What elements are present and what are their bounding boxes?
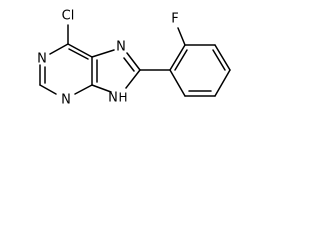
bond-c6p-c1p [169, 69, 186, 97]
bond-n7-c8-inner [123, 57, 135, 72]
bond-c3p-c4p [214, 44, 231, 71]
atom-label-n3: N [61, 93, 71, 108]
atom-label-n9: N [108, 91, 118, 106]
bond-c4p-c5p [214, 69, 231, 97]
atom-labels: Cl F N N N N H [37, 9, 179, 108]
atom-label-n1: N [37, 52, 47, 67]
bond-c2-n3 [39, 84, 57, 95]
atom-label-cl: Cl [62, 9, 75, 24]
bond-n7-c8 [126, 52, 141, 71]
bond-c8-n9 [125, 69, 141, 89]
bond-c3p-c4p-inner [212, 49, 226, 71]
atom-label-h9: H [118, 91, 127, 105]
bonds [39, 24, 231, 97]
bond-c1p-c2p-inner [174, 49, 188, 71]
bond-c6-c5 [67, 43, 93, 58]
bond-n3-c4 [74, 84, 93, 95]
bond-c5-n7 [91, 49, 115, 58]
bond-c6-n1 [49, 43, 69, 55]
atom-label-n7: N [116, 40, 126, 55]
bond-c6-c5-inner [68, 48, 89, 60]
molecule-structure: Cl F N N N N H [37, 9, 231, 108]
bond-n9-c4 [91, 84, 112, 93]
bond-c1p-c2p [169, 44, 186, 71]
bond-c2p-f [177, 27, 186, 46]
atom-label-f: F [171, 12, 178, 27]
